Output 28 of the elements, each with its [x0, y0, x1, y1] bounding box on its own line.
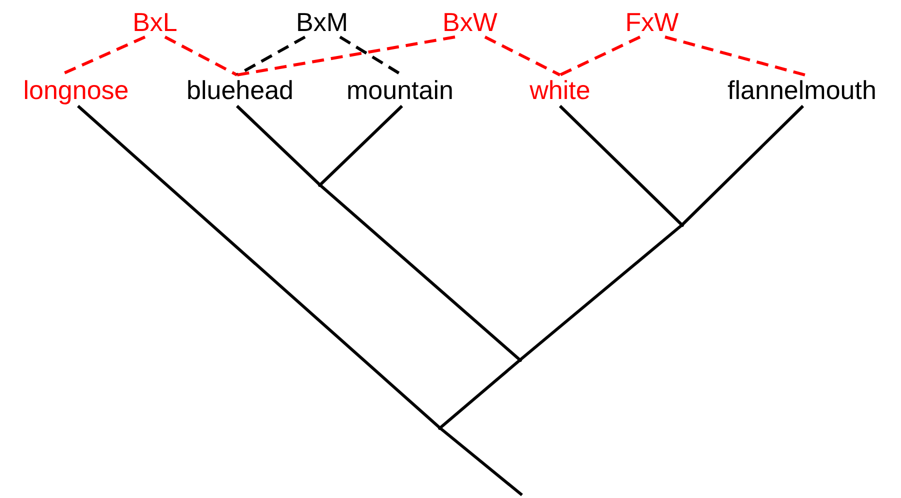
hybrid-line: [484, 36, 561, 76]
tree-branch: [558, 104, 684, 226]
species-label: flannelmouth: [728, 75, 876, 105]
tree-branch: [318, 104, 404, 186]
species-label: longnose: [23, 75, 129, 105]
tree-branch: [236, 104, 322, 186]
species-label: white: [530, 75, 590, 105]
tree-branch: [680, 104, 804, 226]
hybrid-line: [236, 36, 306, 76]
species-label: mountain: [346, 75, 454, 105]
branch-junction: [680, 223, 684, 227]
hybrid-line: [559, 36, 641, 76]
species-label: bluehead: [186, 75, 294, 105]
hybrid-label: BxM: [296, 7, 348, 37]
branch-junction: [318, 183, 322, 187]
hybrid-line: [236, 36, 456, 76]
tree-branch: [439, 358, 521, 430]
hybrid-label: FxW: [625, 7, 679, 37]
tree-branch: [439, 426, 523, 496]
hybrid-line: [664, 36, 806, 76]
tree-branch: [319, 184, 521, 362]
hybrid-line: [164, 36, 238, 76]
branch-junction: [518, 358, 522, 362]
branch-junction: [438, 426, 442, 430]
tree-branch: [519, 224, 683, 362]
hybrid-label: BxW: [442, 7, 498, 37]
hybrid-label: BxL: [132, 7, 178, 37]
tree-branch: [77, 104, 441, 430]
